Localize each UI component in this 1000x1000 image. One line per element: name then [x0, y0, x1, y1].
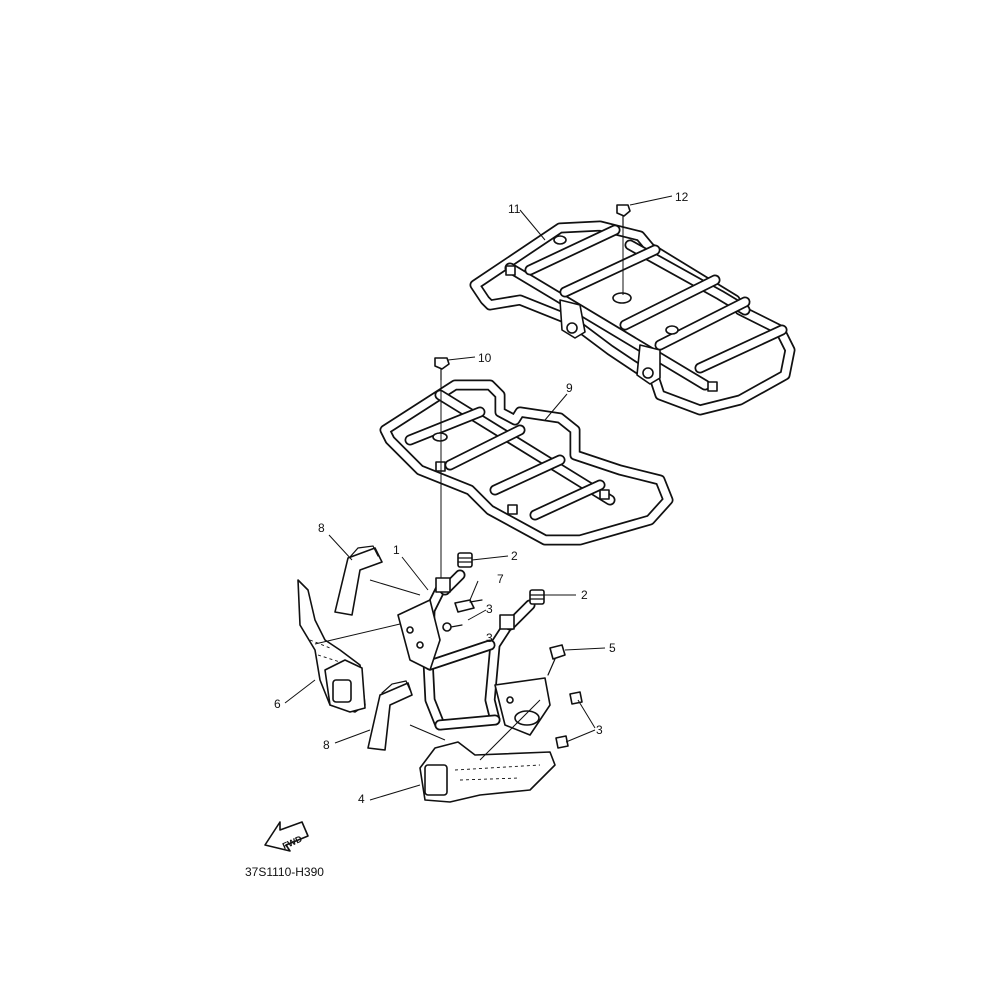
callout-3-upper: 3 — [486, 602, 493, 616]
leader-lines — [284, 195, 673, 801]
callout-5: 5 — [609, 641, 616, 655]
callout-2-lower: 2 — [581, 588, 588, 602]
callout-10: 10 — [478, 351, 492, 365]
callout-11: 11 — [508, 202, 521, 216]
fwd-arrow-icon: FWD — [264, 821, 309, 852]
bolt-3-right-a — [569, 691, 583, 705]
callout-2-upper: 2 — [511, 549, 518, 563]
bolt-3-upper — [442, 622, 463, 632]
callout-6: 6 — [274, 697, 281, 711]
bolt-3-right-b — [555, 735, 569, 749]
bolt-7 — [454, 599, 483, 613]
callouts: 11 12 10 9 8 1 2 7 2 3 3 5 6 3 8 4 — [274, 190, 689, 806]
callout-12: 12 — [675, 190, 689, 204]
bolt-12 — [616, 204, 631, 295]
diagram-code: 37S1110-H390 — [245, 865, 324, 879]
guard-plate-4 — [419, 741, 556, 803]
guard-cover-8-lower — [367, 680, 413, 751]
bolt-5 — [547, 644, 566, 676]
bolt-10 — [434, 357, 450, 580]
callout-8-lower: 8 — [323, 738, 330, 752]
callout-9: 9 — [566, 381, 573, 395]
guard-cover-8-upper — [334, 545, 383, 616]
guard-plate-6 — [297, 579, 366, 713]
grommet-2-upper — [457, 552, 473, 568]
callout-4: 4 — [358, 792, 365, 806]
guard-frame — [397, 569, 551, 736]
callout-3-middle: 3 — [486, 631, 493, 645]
front-carrier — [379, 379, 674, 546]
rear-carrier — [469, 220, 796, 416]
callout-8-upper: 8 — [318, 521, 325, 535]
callout-1: 1 — [393, 543, 400, 557]
callout-3-right: 3 — [596, 723, 603, 737]
callout-7: 7 — [497, 572, 504, 586]
grommet-2-lower — [529, 589, 545, 605]
